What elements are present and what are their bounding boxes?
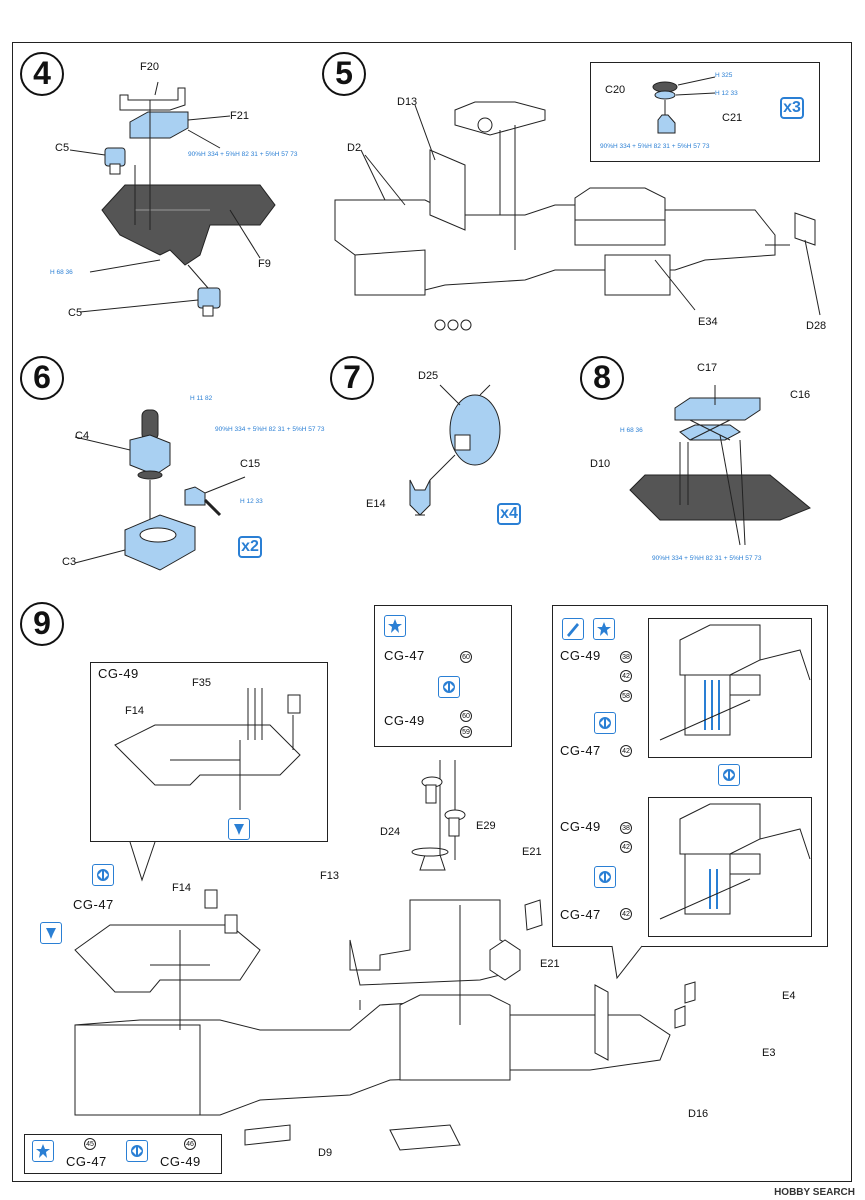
step-6-number: 6	[20, 356, 64, 400]
bottom-num-45: 45	[84, 1138, 96, 1150]
main-cg47: CG-47	[73, 897, 114, 912]
right-num-42a: 42	[620, 670, 632, 682]
ship-variant-icon-r1	[594, 712, 616, 734]
paint-spec-4a: 90%H 334 + 5%H 82 31 + 5%H 57 73	[188, 151, 298, 158]
bottom-cg49: CG-49	[160, 1154, 201, 1169]
mid-num-59: 59	[460, 726, 472, 738]
step-4-number: 4	[20, 52, 64, 96]
ship-variant-icon-bottom	[126, 1140, 148, 1162]
label-d28: D28	[806, 320, 827, 332]
paint-spec-6c: H 12 33	[240, 498, 263, 505]
right-cg49b: CG-49	[560, 819, 601, 834]
mid-cg47: CG-47	[384, 648, 425, 663]
label-c3: C3	[62, 556, 77, 568]
bottom-num-46: 46	[184, 1138, 196, 1150]
paint-spec-5c: 90%H 334 + 5%H 82 31 + 5%H 57 73	[600, 143, 710, 150]
label-e29: E29	[476, 820, 496, 832]
right-num-38a: 38	[620, 651, 632, 663]
inset-callout-pointer	[129, 841, 156, 882]
star-icon-bottom	[32, 1140, 54, 1162]
label-f21: F21	[230, 110, 249, 122]
paint-spec-8b: 90%H 334 + 5%H 82 31 + 5%H 57 73	[652, 555, 762, 562]
step-8-drawing	[629, 385, 811, 546]
label-d16: D16	[688, 1108, 709, 1120]
label-c17: C17	[697, 362, 718, 374]
radar-parts-drawing	[421, 776, 466, 837]
c20-c21-drawing	[652, 76, 716, 134]
right-num-42d: 42	[620, 908, 632, 920]
label-c4: C4	[75, 430, 90, 442]
right-callout-pointer	[611, 945, 643, 980]
label-c20: C20	[605, 84, 626, 96]
label-e34: E34	[698, 316, 718, 328]
label-f14-inset: F14	[125, 705, 144, 717]
mid-cg49: CG-49	[384, 713, 425, 728]
star-icon-mid	[384, 615, 406, 637]
step-5-drawing	[334, 101, 821, 331]
ship-variant-icon-r2	[718, 764, 740, 786]
label-d24: D24	[380, 826, 401, 838]
label-e4: E4	[782, 990, 796, 1002]
paint-spec-6b: 90%H 334 + 5%H 82 31 + 5%H 57 73	[215, 426, 325, 433]
label-d9: D9	[318, 1147, 333, 1159]
right-cg47b: CG-47	[560, 907, 601, 922]
paint-spec-4b: H 68 36	[50, 269, 73, 276]
label-f14-main: F14	[172, 882, 191, 894]
inset-cg49-title: CG-49	[98, 666, 139, 681]
step-5-number: 5	[322, 52, 366, 96]
label-c21: C21	[722, 112, 743, 124]
bottom-cg47: CG-47	[66, 1154, 107, 1169]
label-d2: D2	[347, 142, 362, 154]
label-f13: F13	[320, 870, 339, 882]
step-7-number: 7	[330, 356, 374, 400]
glue-icon	[228, 818, 250, 840]
right-num-38b: 38	[620, 822, 632, 834]
detail-drawing-top	[659, 624, 811, 741]
label-d13: D13	[397, 96, 418, 108]
label-c15: C15	[240, 458, 261, 470]
ship-variant-icon-main	[92, 864, 114, 886]
label-c16: C16	[790, 389, 811, 401]
paint-spec-5b: H 12 33	[715, 90, 738, 97]
label-e21-top: E21	[522, 846, 542, 858]
label-f20: F20	[140, 61, 159, 73]
brush-icon	[562, 618, 584, 640]
label-c5-top: C5	[55, 142, 70, 154]
right-cg47a: CG-47	[560, 743, 601, 758]
right-num-42b: 42	[620, 745, 632, 757]
detail-drawing-bottom	[659, 803, 811, 920]
step-9-number: 9	[20, 602, 64, 646]
right-cg49a: CG-49	[560, 648, 601, 663]
step-7-drawing	[409, 384, 501, 516]
paint-spec-6a: H 11 82	[190, 395, 213, 402]
multiplier-x3: x3	[780, 97, 804, 119]
label-d10: D10	[590, 458, 611, 470]
instruction-frame	[12, 42, 852, 1182]
cg49-inset-drawing	[114, 688, 301, 810]
right-num-42c: 42	[620, 841, 632, 853]
label-f9: F9	[258, 258, 271, 270]
step-8-number: 8	[580, 356, 624, 400]
mid-num-60b: 60	[460, 710, 472, 722]
ship-variant-icon-r3	[594, 866, 616, 888]
star-icon-right	[593, 618, 615, 640]
label-c5-bottom: C5	[68, 307, 83, 319]
label-e21-bottom: E21	[540, 958, 560, 970]
paint-spec-5a: H 325	[715, 72, 733, 79]
multiplier-x2: x2	[238, 536, 262, 558]
paint-spec-8a: H 68 36	[620, 427, 643, 434]
label-f35: F35	[192, 677, 211, 689]
main-hull-drawing	[74, 760, 696, 1151]
step-4-drawing	[69, 81, 276, 317]
watermark: HOBBY SEARCH	[774, 1187, 855, 1198]
label-d25: D25	[418, 370, 439, 382]
mid-num-60a: 60	[460, 651, 472, 663]
label-e14: E14	[366, 498, 386, 510]
multiplier-x4: x4	[497, 503, 521, 525]
glue-icon-main	[40, 922, 62, 944]
right-num-58: 58	[620, 690, 632, 702]
label-e3: E3	[762, 1047, 776, 1059]
step-6-drawing	[74, 409, 246, 571]
ship-variant-icon-mid	[438, 676, 460, 698]
